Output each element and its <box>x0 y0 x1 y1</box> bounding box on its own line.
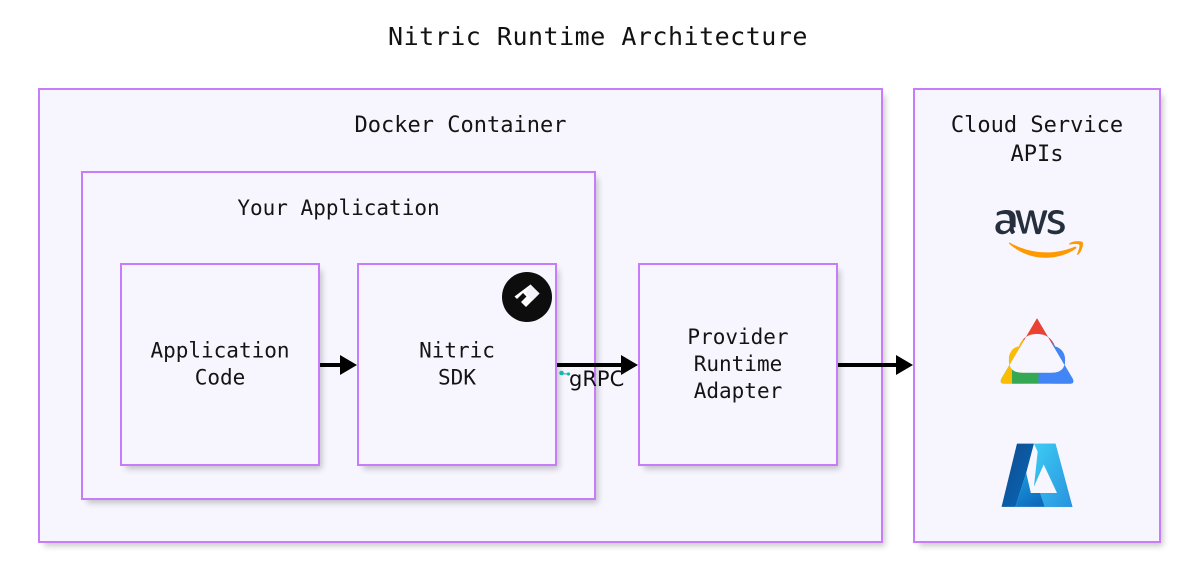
cloud-service-apis-box: Cloud Service APIs <box>913 88 1161 543</box>
page-title: Nitric Runtime Architecture <box>388 22 808 51</box>
cloud-service-apis-label: Cloud Service APIs <box>950 113 1124 167</box>
nitric-sdk-label: Nitric SDK <box>419 338 495 390</box>
nitric-logo-icon <box>502 272 552 322</box>
grpc-marker-icon <box>559 370 571 376</box>
arrow-head <box>896 355 913 375</box>
docker-container-label: Docker Container <box>354 113 567 138</box>
arrow-head <box>340 355 357 375</box>
aws-icon <box>995 210 1083 258</box>
grpc-edge-label-group: gRPC <box>559 369 624 390</box>
application-code-label: Application Code <box>150 338 290 390</box>
arrow-line <box>838 363 898 367</box>
your-application-label: Your Application <box>237 196 440 220</box>
google-cloud-icon <box>1000 318 1074 384</box>
azure-icon <box>1001 443 1073 507</box>
provider-logo-google-cloud <box>915 312 1159 390</box>
grpc-edge-label: gRPC <box>569 367 625 391</box>
arrow-line <box>557 363 623 367</box>
provider-runtime-adapter-box: Provider Runtime Adapter <box>638 263 838 466</box>
arrow-head <box>621 355 638 375</box>
provider-logo-aws <box>915 200 1159 270</box>
provider-runtime-adapter-label: Provider Runtime Adapter <box>687 324 789 404</box>
arrow-line <box>320 363 342 367</box>
application-code-box: Application Code <box>120 263 320 466</box>
provider-logo-azure <box>915 435 1159 517</box>
